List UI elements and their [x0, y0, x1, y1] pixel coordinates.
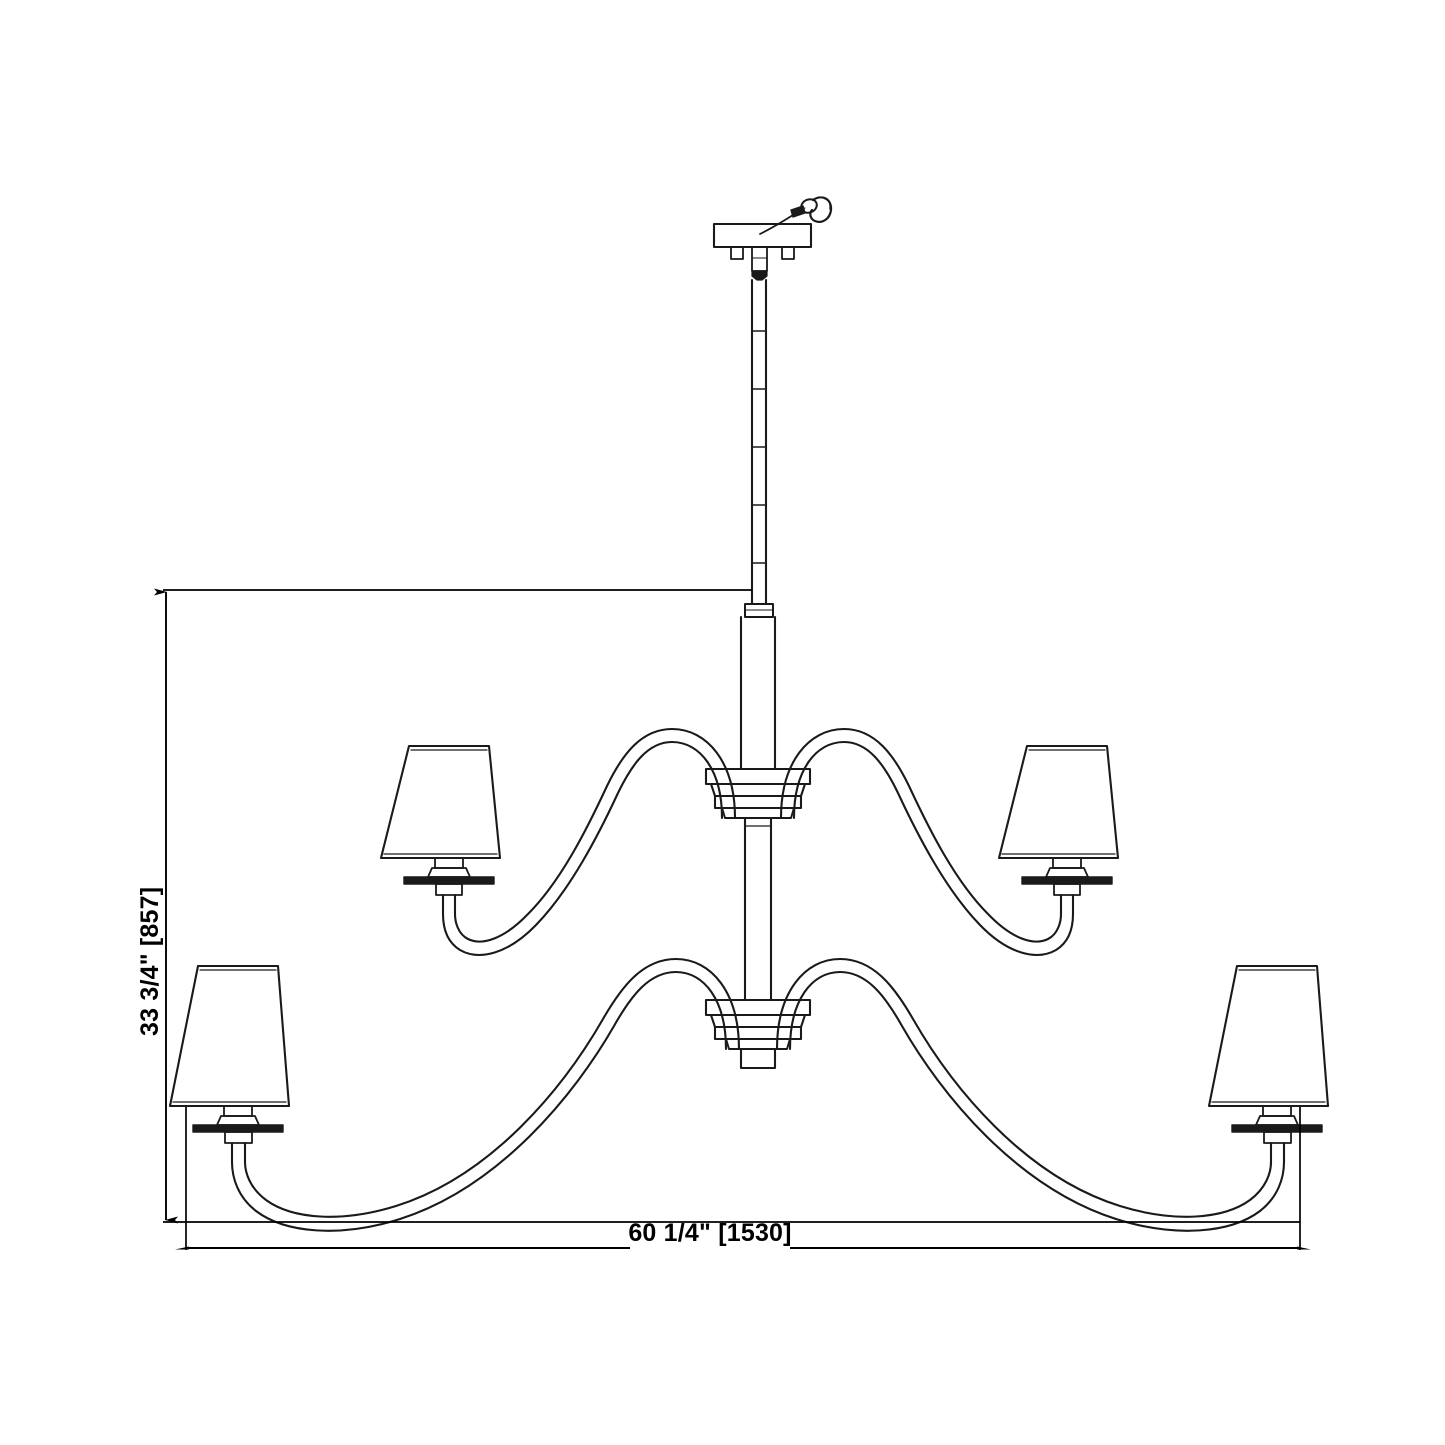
shade-lower-right [1207, 964, 1330, 1108]
safety-hook-assembly [759, 196, 833, 235]
width-dimension-label: 60 1/4" [1530] [628, 1219, 791, 1247]
socket-upper-left [403, 857, 495, 916]
bottom-finial [739, 1047, 777, 1070]
downrod [750, 278, 768, 606]
upper-hub [704, 767, 812, 819]
socket-upper-right [1021, 857, 1113, 916]
rod-coupler [744, 603, 774, 618]
center-column-mid [743, 816, 773, 1002]
arm-upper-right [779, 727, 1075, 956]
arm-lower-left [230, 957, 741, 1232]
socket-lower-right [1231, 1105, 1323, 1164]
fixture-geometry [168, 196, 1330, 1232]
shade-lower-left [168, 964, 291, 1108]
arm-upper-left [441, 727, 737, 956]
ceiling-canopy [712, 222, 813, 281]
center-column-upper [739, 615, 777, 771]
dimension-layer [154, 588, 1311, 1250]
shade-upper-left [379, 744, 502, 860]
lower-hub [704, 998, 812, 1050]
socket-lower-left [192, 1105, 284, 1164]
height-dimension-label: 33 3/4" [857] [136, 887, 164, 1036]
shade-upper-right [997, 744, 1120, 860]
arm-lower-right [775, 957, 1286, 1232]
